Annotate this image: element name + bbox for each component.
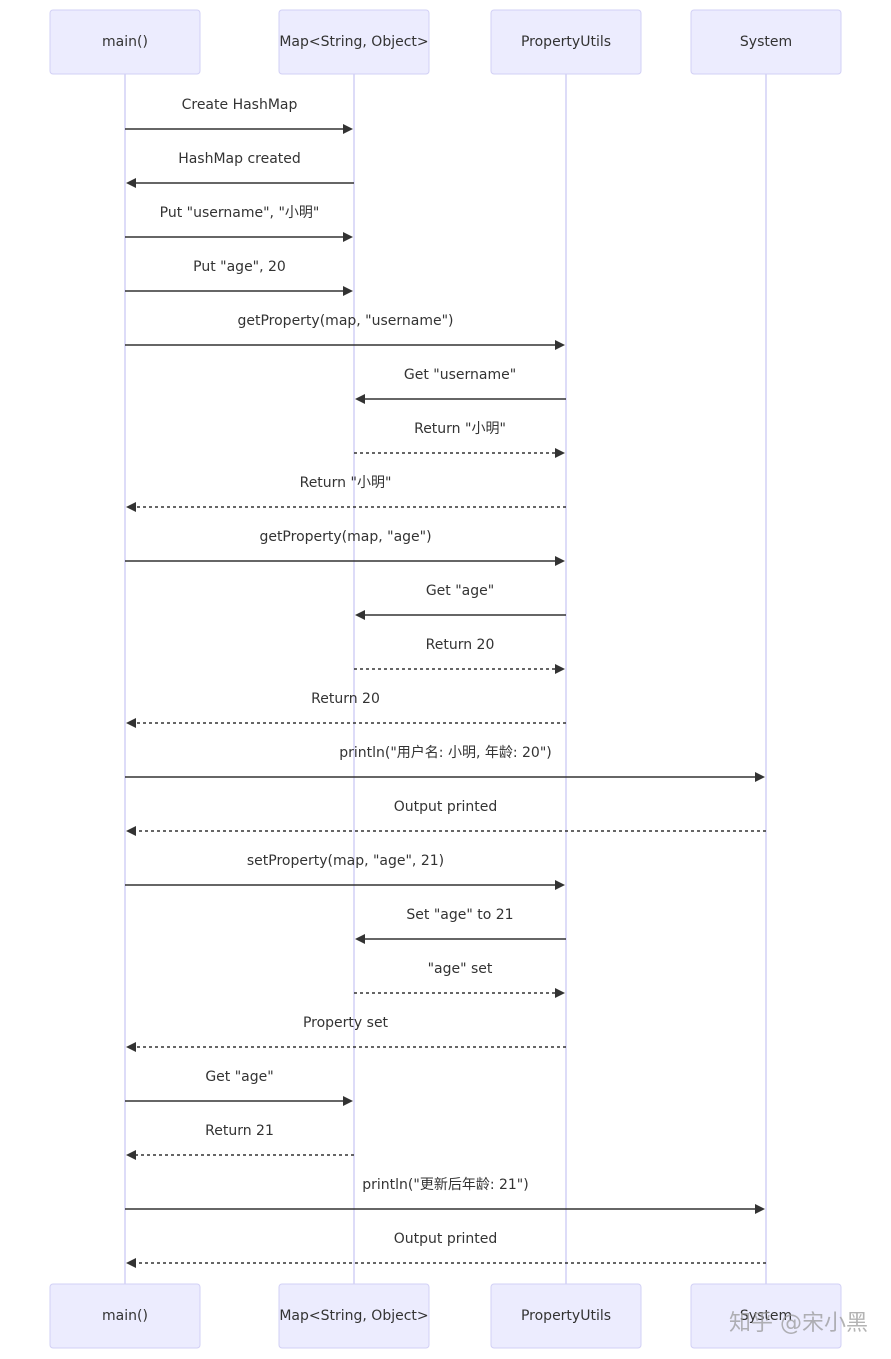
participant-label: PropertyUtils bbox=[521, 34, 611, 50]
message-arrowhead bbox=[343, 232, 353, 242]
message-22: Output printed bbox=[126, 1231, 766, 1268]
message-21: println("更新后年龄: 21") bbox=[125, 1177, 765, 1214]
message-arrowhead bbox=[343, 1096, 353, 1106]
message-label: Return 21 bbox=[205, 1123, 274, 1139]
message-arrowhead bbox=[355, 394, 365, 404]
participant-label: System bbox=[740, 34, 792, 50]
participant-box bbox=[690, 1283, 842, 1349]
participant-box bbox=[490, 9, 642, 75]
message-12: Return 20 bbox=[126, 691, 566, 728]
message-label: Return "小明" bbox=[414, 421, 506, 437]
message-label: Return 20 bbox=[311, 691, 380, 707]
message-arrowhead bbox=[126, 178, 136, 188]
message-11: Return 20 bbox=[354, 637, 565, 674]
message-label: "age" set bbox=[428, 961, 493, 977]
participant-box bbox=[278, 1283, 430, 1349]
message-label: Create HashMap bbox=[182, 97, 298, 113]
message-7: Return "小明" bbox=[354, 421, 565, 458]
message-10: Get "age" bbox=[355, 583, 566, 620]
message-label: Output printed bbox=[394, 1231, 497, 1247]
participants-top: main() Map<String, Object> PropertyUtils Sy… bbox=[49, 9, 842, 75]
message-arrowhead bbox=[126, 826, 136, 836]
message-arrowhead bbox=[126, 718, 136, 728]
participant-label: main() bbox=[102, 34, 148, 50]
message-19: Get "age" bbox=[125, 1069, 353, 1106]
participant-map-top: Map<String, Object> bbox=[278, 9, 430, 75]
message-3: Put "username", "小明" bbox=[125, 205, 353, 242]
participant-label: PropertyUtils bbox=[521, 1308, 611, 1324]
participant-box bbox=[49, 9, 201, 75]
message-arrowhead bbox=[555, 880, 565, 890]
message-label: Return "小明" bbox=[300, 475, 392, 491]
watermark-text: 知乎 @宋小黑 bbox=[729, 1311, 868, 1336]
participant-main-top: main() bbox=[49, 9, 201, 75]
message-2: HashMap created bbox=[126, 151, 354, 188]
participant-system-top: System bbox=[690, 9, 842, 75]
message-arrowhead bbox=[555, 556, 565, 566]
message-18: Property set bbox=[126, 1015, 566, 1052]
message-label: setProperty(map, "age", 21) bbox=[247, 853, 444, 869]
lifelines bbox=[124, 74, 767, 1284]
message-arrowhead bbox=[355, 934, 365, 944]
message-17: "age" set bbox=[354, 961, 565, 998]
message-label: Property set bbox=[303, 1015, 389, 1031]
participant-label: main() bbox=[102, 1308, 148, 1324]
message-arrowhead bbox=[343, 286, 353, 296]
message-label: getProperty(map, "username") bbox=[237, 313, 453, 329]
message-8: Return "小明" bbox=[126, 475, 566, 512]
message-arrowhead bbox=[755, 1204, 765, 1214]
message-arrowhead bbox=[126, 502, 136, 512]
participant-utils-top: PropertyUtils bbox=[490, 9, 642, 75]
participant-box bbox=[278, 9, 430, 75]
message-label: println("更新后年龄: 21") bbox=[362, 1177, 528, 1193]
message-1: Create HashMap bbox=[125, 97, 353, 134]
message-15: setProperty(map, "age", 21) bbox=[125, 853, 565, 890]
participant-main-bottom: main() bbox=[49, 1283, 201, 1349]
message-label: Get "age" bbox=[205, 1069, 273, 1085]
message-14: Output printed bbox=[126, 799, 766, 836]
message-16: Set "age" to 21 bbox=[355, 907, 566, 944]
message-arrowhead bbox=[555, 664, 565, 674]
message-arrowhead bbox=[126, 1042, 136, 1052]
message-label: Put "age", 20 bbox=[193, 259, 286, 275]
participants-bottom: main() Map<String, Object> PropertyUtils Sy… bbox=[49, 1283, 842, 1349]
message-9: getProperty(map, "age") bbox=[125, 529, 565, 566]
message-6: Get "username" bbox=[355, 367, 566, 404]
participant-box bbox=[690, 9, 842, 75]
message-4: Put "age", 20 bbox=[125, 259, 353, 296]
message-arrowhead bbox=[555, 340, 565, 350]
message-label: Output printed bbox=[394, 799, 497, 815]
message-arrowhead bbox=[126, 1258, 136, 1268]
message-20: Return 21 bbox=[126, 1123, 354, 1160]
participant-label: Map<String, Object> bbox=[279, 34, 428, 50]
message-label: Get "age" bbox=[426, 583, 494, 599]
message-arrowhead bbox=[355, 610, 365, 620]
message-13: println("用户名: 小明, 年龄: 20") bbox=[125, 744, 765, 782]
message-label: Set "age" to 21 bbox=[406, 907, 513, 923]
participant-system-bottom: System bbox=[690, 1283, 842, 1349]
message-label: getProperty(map, "age") bbox=[259, 529, 431, 545]
participant-label: Map<String, Object> bbox=[279, 1308, 428, 1324]
message-arrowhead bbox=[555, 988, 565, 998]
participant-map-bottom: Map<String, Object> bbox=[278, 1283, 430, 1349]
message-label: Get "username" bbox=[404, 367, 516, 383]
participant-utils-bottom: PropertyUtils bbox=[490, 1283, 642, 1349]
message-label: Return 20 bbox=[426, 637, 495, 653]
message-label: println("用户名: 小明, 年龄: 20") bbox=[339, 744, 552, 761]
message-label: Put "username", "小明" bbox=[160, 205, 320, 221]
message-arrowhead bbox=[126, 1150, 136, 1160]
participant-label: System bbox=[740, 1308, 792, 1324]
participant-box bbox=[490, 1283, 642, 1349]
message-arrowhead bbox=[343, 124, 353, 134]
message-label: HashMap created bbox=[178, 151, 301, 167]
message-arrowhead bbox=[555, 448, 565, 458]
participant-box bbox=[49, 1283, 201, 1349]
message-5: getProperty(map, "username") bbox=[125, 313, 565, 350]
message-arrowhead bbox=[755, 772, 765, 782]
